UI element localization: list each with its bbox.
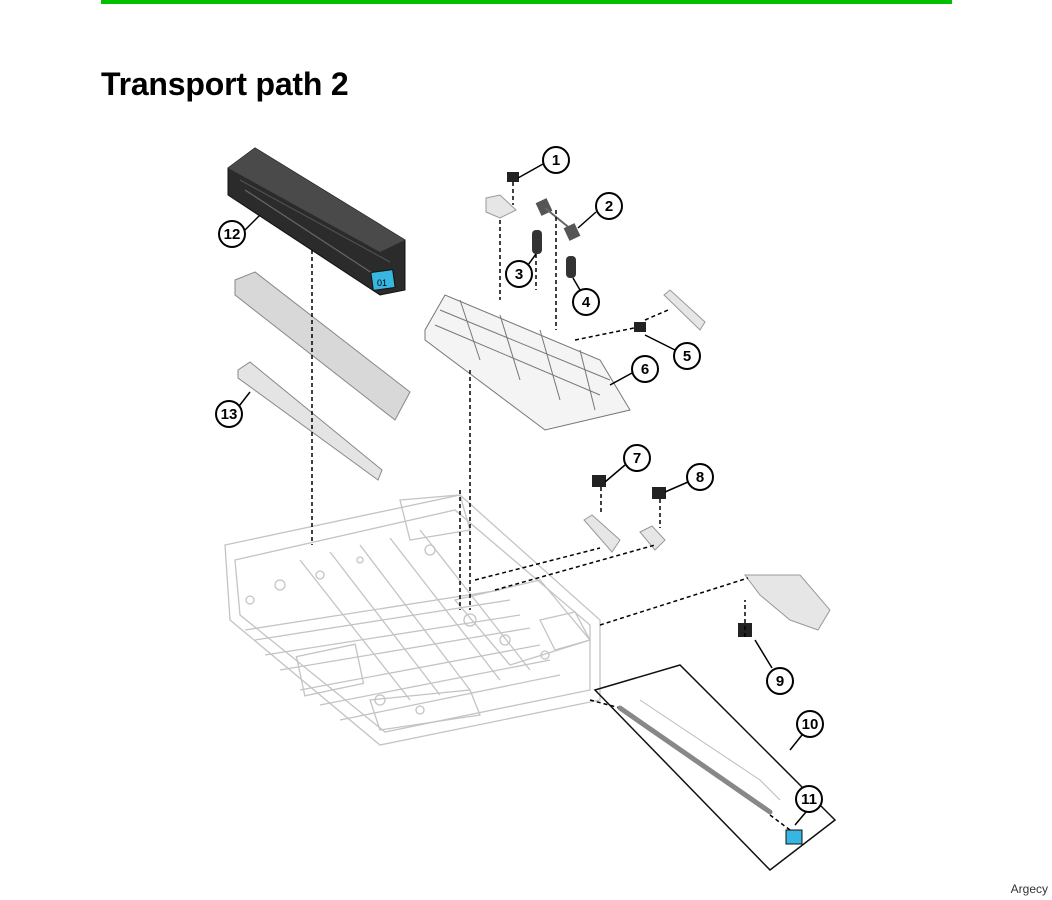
- svg-text:11: 11: [801, 791, 817, 808]
- svg-text:12: 12: [224, 226, 241, 243]
- part-7-sensor: [592, 475, 606, 487]
- base-frame: [224, 494, 601, 746]
- svg-text:10: 10: [802, 716, 819, 733]
- callout-13: 13: [215, 400, 243, 428]
- footer-brand: Argecy: [1010, 882, 1048, 896]
- callout-4: 4: [572, 288, 600, 316]
- callout-6: 6: [631, 355, 659, 383]
- callout-9: 9: [766, 667, 794, 695]
- part-3-bushing: [532, 230, 542, 254]
- dashed-leader-lines: [311, 182, 791, 831]
- part-11-bracket: [785, 829, 803, 845]
- cover-tag-text: 01: [377, 278, 387, 288]
- svg-text:4: 4: [582, 294, 591, 311]
- detail-box-10-11: [593, 664, 837, 872]
- svg-text:3: 3: [515, 266, 523, 283]
- callout-7: 7: [623, 444, 651, 472]
- part-5-sensor: [634, 322, 646, 332]
- callout-leaders: [235, 163, 807, 826]
- rollers-bushings: [532, 198, 581, 278]
- svg-text:8: 8: [696, 469, 704, 486]
- svg-text:6: 6: [641, 361, 649, 378]
- metal-plate: [234, 271, 411, 421]
- svg-text:7: 7: [633, 450, 641, 467]
- svg-text:1: 1: [552, 152, 560, 169]
- callout-8: 8: [686, 463, 714, 491]
- part-1-sensor: [507, 172, 519, 182]
- svg-text:13: 13: [221, 406, 238, 423]
- part-6-transport-guide: [424, 294, 631, 431]
- callout-12: 12: [218, 220, 246, 248]
- page-title: Transport path 2: [101, 66, 349, 102]
- callout-10: 10: [796, 710, 824, 738]
- part-4-bushing: [566, 256, 576, 278]
- svg-text:9: 9: [776, 673, 784, 690]
- svg-text:5: 5: [683, 348, 691, 365]
- brackets: [485, 194, 831, 631]
- top-accent-bar: [101, 0, 952, 4]
- part-8-sensor: [652, 487, 666, 499]
- callouts: 1 2 3 4 5 6 7 8 9 10 11 12 13: [215, 146, 824, 813]
- callout-3: 3: [505, 260, 533, 288]
- callout-11: 11: [795, 785, 823, 813]
- callout-2: 2: [595, 192, 623, 220]
- svg-text:2: 2: [605, 198, 613, 215]
- part-13-guide-rail: [237, 361, 383, 481]
- part-12-cover: 01: [227, 147, 406, 296]
- callout-1: 1: [542, 146, 570, 174]
- callout-5: 5: [673, 342, 701, 370]
